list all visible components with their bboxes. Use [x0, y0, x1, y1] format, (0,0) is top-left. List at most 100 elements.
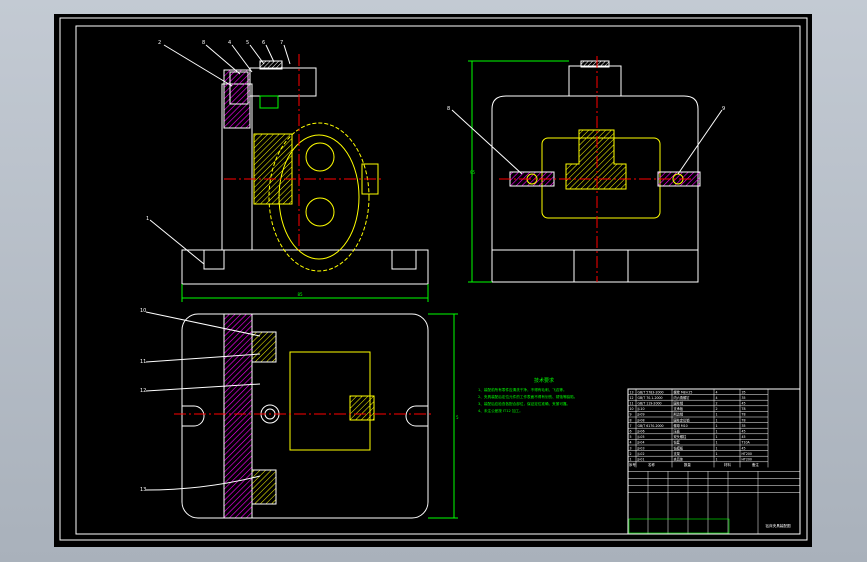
- bom-cell: 1: [716, 430, 718, 434]
- bom-cell: 圆柱销: [674, 401, 684, 406]
- bom-cell: 12: [630, 396, 634, 400]
- bom-cell: 10: [630, 407, 634, 411]
- bom-cell: 2: [630, 452, 632, 456]
- leader-13: [145, 475, 261, 491]
- tech-note-4: 4、未注公差按 IT12 加工。: [478, 408, 523, 413]
- leader-4: [231, 44, 253, 73]
- bom-cell: 螺母 M10: [674, 423, 688, 428]
- front-nut: [259, 60, 283, 70]
- leader-2: [163, 44, 233, 87]
- bom-cell: 支承板: [674, 406, 684, 411]
- bom-cell: 35: [742, 424, 746, 428]
- bom-cell: JJ-10: [637, 407, 645, 411]
- label-4: 4: [228, 40, 231, 46]
- leader-8: [205, 44, 241, 75]
- leader-7: [283, 44, 291, 65]
- bom-cell: 削边销: [674, 412, 684, 417]
- bom-cell: 1: [716, 413, 718, 417]
- bom-cell: JJ-09: [637, 413, 645, 417]
- front-right-lug: [361, 163, 379, 195]
- bom-cell: 8: [630, 418, 632, 422]
- bom-cell: JJ-05: [637, 435, 645, 439]
- bom-cell: T8: [741, 407, 746, 411]
- bom-cell: 4: [716, 396, 718, 400]
- bom-cell: 45: [742, 446, 746, 450]
- label-12: 12: [140, 388, 146, 394]
- bom-cell: 内六角螺钉: [674, 395, 691, 400]
- bom-header-cell: 备注: [752, 462, 759, 467]
- bom-cell: HT200: [742, 458, 752, 462]
- bom-cell: 13: [630, 390, 634, 394]
- technical-requirements: 技术要求 1、装配前所有零件应清洗干净，不得有毛刺、飞边等。 2、夹具装配后定位…: [478, 377, 577, 413]
- top-column-section: [223, 313, 253, 519]
- bom-cell: T10A: [741, 441, 751, 445]
- bom-cell: JJ-08: [637, 418, 645, 422]
- label-1: 1: [146, 216, 149, 222]
- bom-cell: GB/T 5783-2000: [638, 390, 664, 394]
- side-clamp: [565, 129, 627, 190]
- front-leaders: [149, 44, 291, 265]
- label-6: 6: [262, 40, 265, 46]
- label-7: 7: [280, 40, 283, 46]
- cad-drawing-canvas: 85 2 8 4 5 6 7 1: [59, 17, 808, 541]
- front-view: 85 2 8 4 5 6 7 1: [146, 40, 429, 302]
- bom-cell: 1: [716, 452, 718, 456]
- top-workpiece-boss: [349, 395, 375, 421]
- bom-cell: JJ-04: [637, 441, 645, 445]
- bom-cell: 1: [630, 458, 632, 462]
- bom-cell: 7: [630, 424, 632, 428]
- front-bushing: [229, 71, 249, 105]
- tech-title: 技术要求: [534, 377, 554, 384]
- label-2: 2: [158, 40, 161, 46]
- label-13: 13: [140, 487, 146, 493]
- bom-cell: 1: [716, 441, 718, 445]
- bom-cell: 2: [716, 402, 718, 406]
- side-base-line: [492, 249, 698, 282]
- front-hole-bottom: [305, 197, 335, 227]
- side-dim-text: 95: [470, 170, 476, 175]
- bom-cell: 双头螺柱: [674, 434, 688, 439]
- leader-1: [149, 219, 205, 265]
- label-side-9: 9: [722, 106, 725, 112]
- top-clamp-lower: [251, 469, 277, 505]
- front-workpiece-outline: [268, 122, 370, 272]
- front-drill-plate: [249, 67, 317, 97]
- label-11: 11: [140, 359, 146, 365]
- bom-header-cell: 序号: [629, 462, 636, 467]
- bom-cell: 45: [742, 430, 746, 434]
- label-5: 5: [246, 40, 249, 46]
- bom-header-cell: 材料: [724, 462, 731, 467]
- tech-note-1: 1、装配前所有零件应清洗干净，不得有毛刺、飞边等。: [478, 387, 567, 392]
- bom-cell: 压板: [674, 429, 681, 434]
- top-clamp-upper: [251, 331, 277, 363]
- side-top-nut: [580, 60, 610, 68]
- bom-cell: 9: [630, 413, 632, 417]
- top-base-outline: [181, 313, 429, 519]
- front-green-block: [259, 95, 279, 109]
- bom-cell: 螺栓 M8×25: [674, 389, 693, 394]
- bom-cell: 1: [716, 458, 718, 462]
- bom-cell: 1: [716, 418, 718, 422]
- bom-cell: JJ-02: [637, 452, 645, 456]
- front-top-block-hatch: [223, 69, 251, 129]
- bom-header-cell: 名称: [648, 462, 655, 467]
- bom-cell: JJ-03: [637, 446, 645, 450]
- front-base-foot-left: [203, 250, 225, 270]
- bom-cell: 夹具体: [674, 457, 684, 462]
- bom-cell: 11: [630, 402, 634, 406]
- bom-cell: 45: [742, 402, 746, 406]
- side-top-boss: [568, 65, 622, 97]
- bom-cell: 2: [716, 407, 718, 411]
- bom-cell: 1: [716, 424, 718, 428]
- front-base-foot-right: [391, 250, 417, 270]
- bom-cell: 4: [630, 441, 632, 445]
- top-slot-right: [405, 405, 428, 427]
- bom-cell: 5: [630, 435, 632, 439]
- side-body: [491, 95, 699, 283]
